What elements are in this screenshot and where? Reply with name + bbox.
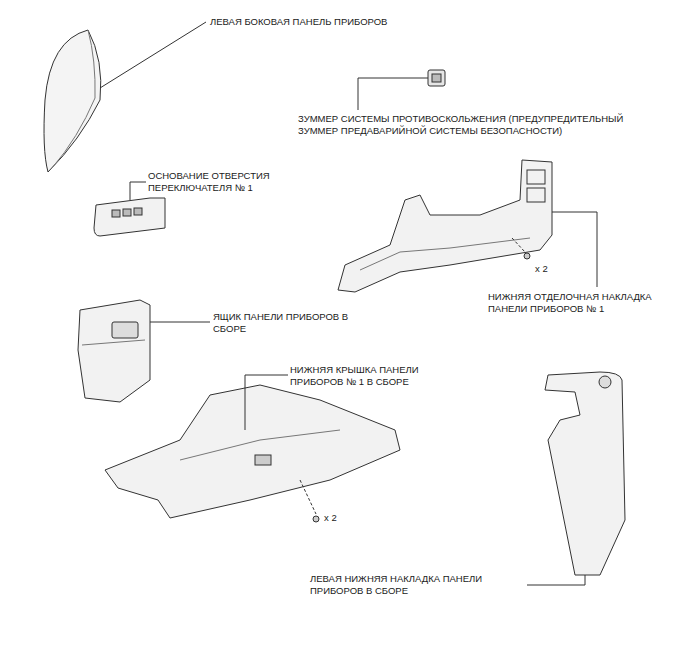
leader-line [358, 78, 428, 110]
label-slot: ОСНОВАНИЕ ОТВЕРСТИЯ ПЕРЕКЛЮЧАТЕЛЯ № 1 [148, 170, 284, 194]
side-panel [44, 30, 101, 172]
buzzer [428, 70, 445, 86]
part-label: ЯЩИК ПАНЕЛИ ПРИБОРОВ В СБОРЕ [213, 311, 355, 335]
part-label: ЛЕВАЯ БОКОВАЯ ПАНЕЛЬ ПРИБОРОВ [210, 16, 440, 28]
label-slot: x 2 [535, 263, 565, 275]
lower-cover [105, 385, 400, 518]
part-label: ЗУММЕР СИСТЕМЫ ПРОТИВОСКОЛЬЖЕНИЯ (ПРЕДУП… [298, 113, 664, 137]
label-slot: x 2 [324, 512, 354, 524]
label-slot: ЛЕВАЯ НИЖНЯЯ НАКЛАДКА ПАНЕЛИ ПРИБОРОВ В … [310, 573, 525, 597]
leader-line [130, 182, 146, 200]
switch-base [94, 198, 165, 236]
label-slot: ЗУММЕР СИСТЕМЫ ПРОТИВОСКОЛЬЖЕНИЯ (ПРЕДУП… [298, 113, 664, 137]
leader-line [245, 375, 288, 430]
lower-panel [545, 372, 625, 575]
label-slot: НИЖНЯЯ КРЫШКА ПАНЕЛИ ПРИБОРОВ № 1 В СБОР… [290, 364, 450, 388]
part-label: ОСНОВАНИЕ ОТВЕРСТИЯ ПЕРЕКЛЮЧАТЕЛЯ № 1 [148, 170, 284, 194]
leader-line [527, 575, 585, 585]
part-label: x 2 [324, 512, 354, 524]
leader-line [150, 322, 210, 323]
glove-box [78, 300, 150, 402]
part-label: x 2 [535, 263, 565, 275]
label-slot: ЛЕВАЯ БОКОВАЯ ПАНЕЛЬ ПРИБОРОВ [210, 16, 440, 28]
screw [512, 238, 530, 259]
screw [300, 480, 319, 522]
label-slot: НИЖНЯЯ ОТДЕЛОЧНАЯ НАКЛАДКА ПАНЕЛИ ПРИБОР… [488, 291, 678, 315]
label-slot: ЯЩИК ПАНЕЛИ ПРИБОРОВ В СБОРЕ [213, 311, 355, 335]
part-label: НИЖНЯЯ ОТДЕЛОЧНАЯ НАКЛАДКА ПАНЕЛИ ПРИБОР… [488, 291, 678, 315]
part-label: ЛЕВАЯ НИЖНЯЯ НАКЛАДКА ПАНЕЛИ ПРИБОРОВ В … [310, 573, 525, 597]
leader-line [100, 22, 206, 88]
finish-panel [338, 160, 552, 292]
leader-line [552, 212, 597, 287]
part-label: НИЖНЯЯ КРЫШКА ПАНЕЛИ ПРИБОРОВ № 1 В СБОР… [290, 364, 450, 388]
